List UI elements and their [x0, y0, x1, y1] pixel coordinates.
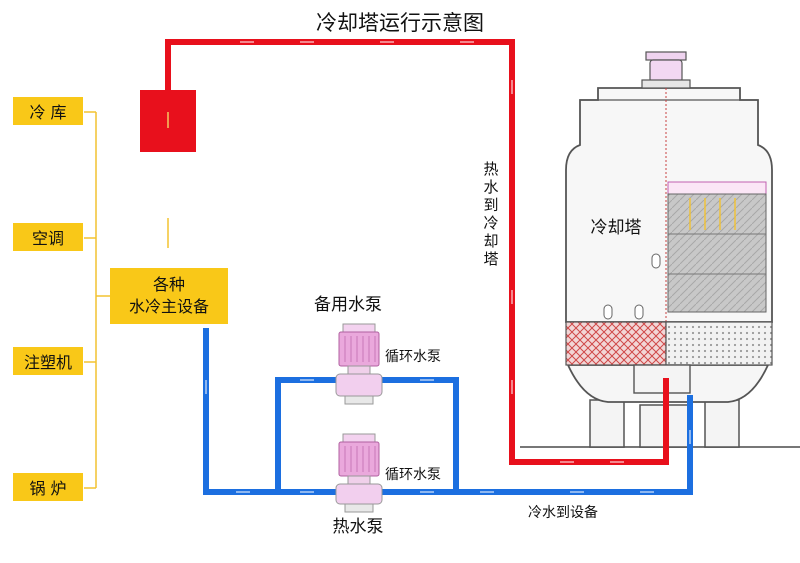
main-equipment-box: 各种 水冷主设备: [110, 268, 228, 324]
svg-text:热: 热: [483, 160, 498, 178]
air-inlet-louvre: [665, 321, 773, 366]
svg-text:却: 却: [483, 232, 498, 250]
main-equipment-line2: 水冷主设备: [128, 297, 209, 316]
hot-water-pipe: [165, 39, 669, 465]
equipment-label-text: 锅 炉: [29, 479, 67, 498]
svg-text:水: 水: [483, 178, 498, 196]
outlet-box: [633, 364, 691, 394]
equipment-label-cold-storage: 冷 库: [13, 97, 83, 125]
cooling-tower: 冷却塔: [520, 51, 800, 448]
equipment-bracket: [84, 111, 110, 489]
hot-water-pump-label: 热水泵: [333, 517, 384, 537]
inspection-port: [651, 253, 661, 269]
svg-text:塔: 塔: [483, 250, 498, 268]
svg-text:到: 到: [483, 196, 498, 214]
main-equipment-line1: 各种: [152, 275, 185, 294]
tower-leg: [704, 399, 740, 448]
spray-header: [667, 181, 767, 195]
equipment-label-boiler: 锅 炉: [13, 473, 83, 501]
backup-pump: [335, 323, 383, 405]
cold-water-to-equipment-label: 冷水到设备: [528, 504, 598, 521]
tower-label: 冷却塔: [591, 218, 642, 238]
circulation-pump-label: 循环水泵: [385, 349, 441, 365]
svg-text:冷: 冷: [483, 214, 498, 232]
equipment-label-injection-molding: 注塑机: [13, 347, 83, 375]
hot-water-to-tower-label: 热 水 到 冷 却 塔: [483, 160, 498, 268]
diagram-title: 冷却塔运行示意图: [316, 11, 484, 35]
tower-leg: [589, 399, 625, 448]
hot-water-pump: [335, 433, 383, 513]
circulation-pump-label: 循环水泵: [385, 467, 441, 483]
equipment-label-text: 冷 库: [29, 103, 67, 122]
fan-motor: [645, 51, 687, 61]
equipment-label-text: 注塑机: [23, 353, 72, 372]
fill-media: [667, 193, 767, 313]
air-inlet-louvre: [565, 321, 667, 366]
airflow-arrows: [689, 198, 736, 230]
equipment-label-text: 空调: [31, 229, 64, 248]
equipment-label-air-conditioning: 空调: [13, 223, 83, 251]
backup-pump-label: 备用水泵: [314, 295, 382, 315]
fan-motor: [649, 59, 683, 83]
